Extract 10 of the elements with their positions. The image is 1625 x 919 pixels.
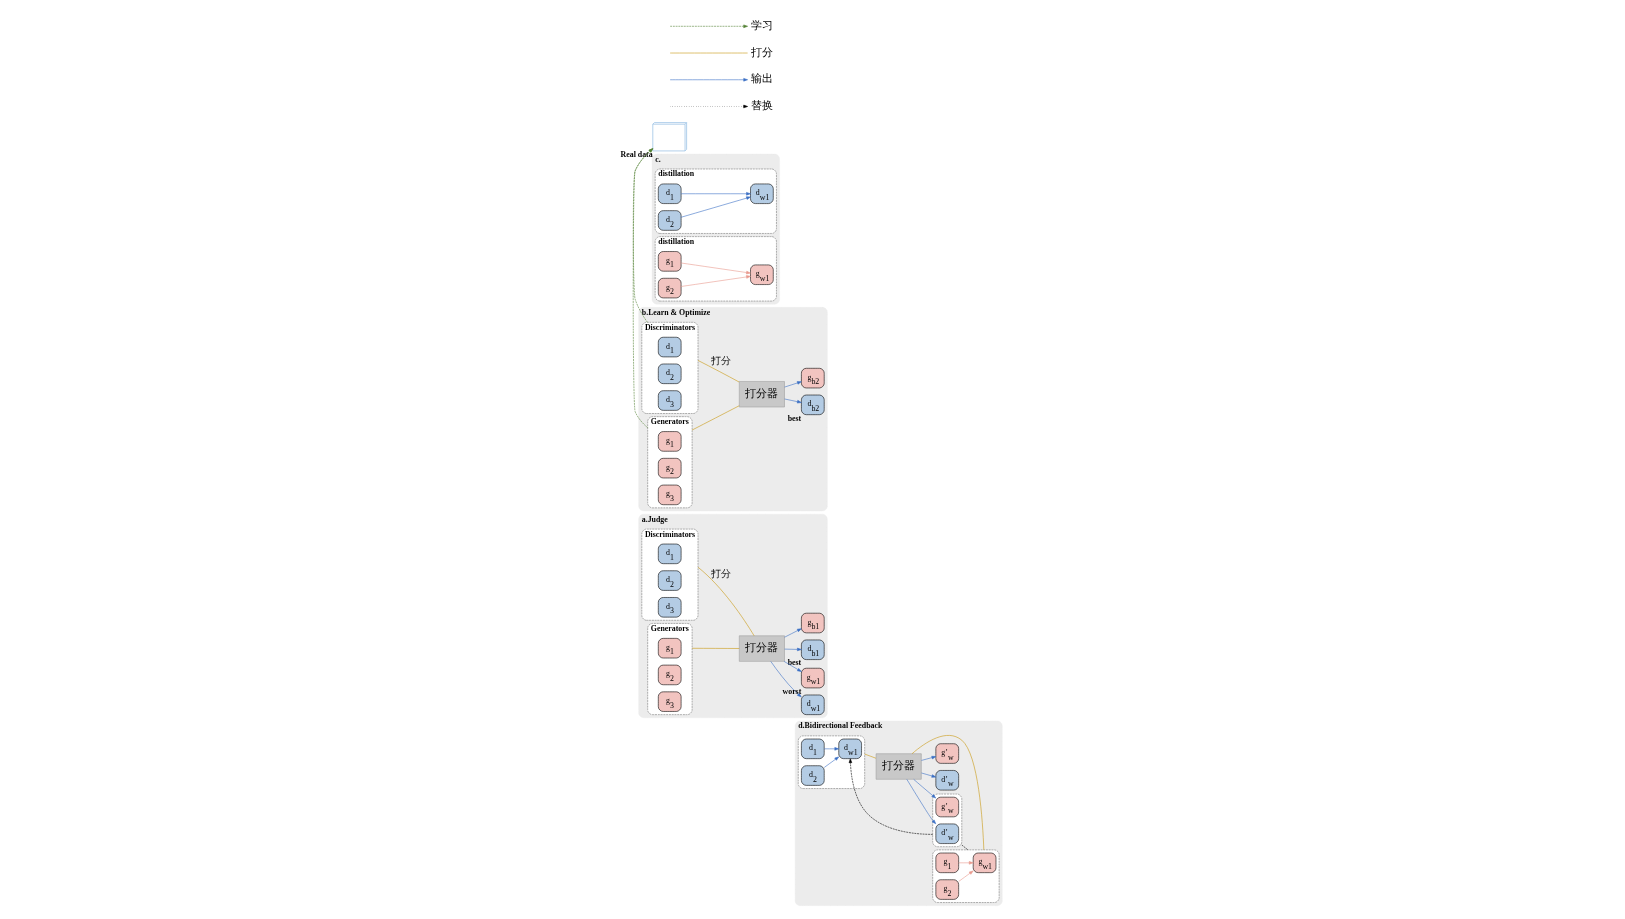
edge-label: 打分 bbox=[710, 567, 731, 579]
edge-label: 打分 bbox=[710, 355, 731, 367]
node-label: best bbox=[787, 658, 801, 668]
legend-label: 输出 bbox=[750, 72, 773, 85]
node-label: best bbox=[787, 413, 801, 423]
legend-label: 替换 bbox=[750, 99, 773, 112]
legend-label: 学习 bbox=[750, 19, 773, 31]
node-label: Real data bbox=[620, 149, 653, 159]
node-label: worst bbox=[782, 686, 801, 696]
legend-label: 打分 bbox=[750, 45, 773, 58]
